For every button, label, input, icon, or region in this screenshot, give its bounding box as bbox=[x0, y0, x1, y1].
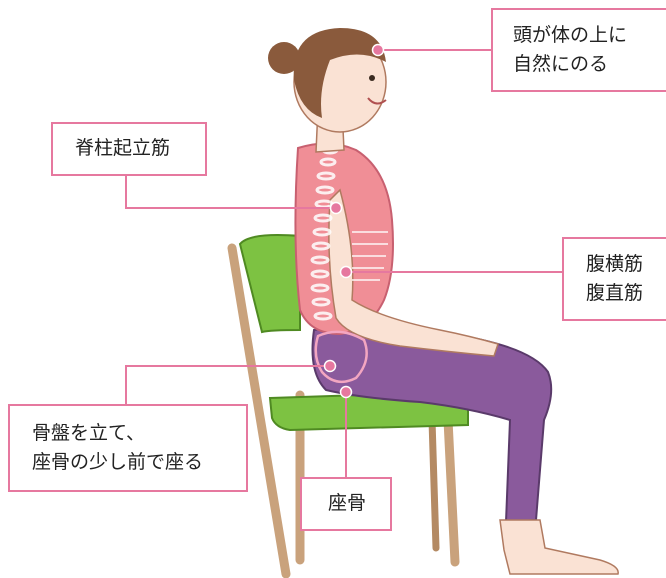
label-line: 座骨の少し前で座る bbox=[32, 448, 246, 477]
head bbox=[268, 28, 386, 152]
label-line: 腹横筋 bbox=[586, 250, 666, 279]
label-spinal-erector: 脊柱起立筋 bbox=[51, 122, 207, 176]
label-line: 自然にのる bbox=[513, 50, 666, 79]
label-line: 座骨 bbox=[328, 489, 390, 518]
label-abdominals: 腹横筋 腹直筋 bbox=[562, 237, 666, 321]
label-line: 骨盤を立て、 bbox=[32, 419, 246, 448]
label-head-position: 頭が体の上に 自然にのる bbox=[491, 8, 666, 92]
label-line: 脊柱起立筋 bbox=[75, 134, 205, 163]
legs bbox=[313, 326, 619, 574]
label-line: 頭が体の上に bbox=[513, 21, 666, 50]
label-line: 腹直筋 bbox=[586, 279, 666, 308]
label-sitting-bone: 座骨 bbox=[300, 477, 392, 531]
label-pelvis: 骨盤を立て、 座骨の少し前で座る bbox=[8, 404, 248, 492]
